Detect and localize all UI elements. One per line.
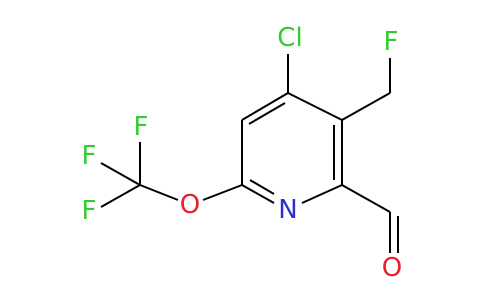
bond-cf3-f-lower xyxy=(100,184,141,208)
bond-c4-c5 xyxy=(241,92,289,121)
atom-n-ring: N xyxy=(278,195,297,225)
bond-n-c2 xyxy=(301,184,343,204)
atom-f-methyl: F xyxy=(384,27,399,57)
bond-c2-cho xyxy=(341,184,391,213)
bond-c6-o xyxy=(202,184,243,201)
bond-c3-ch2 xyxy=(341,92,391,121)
atom-f-top: F xyxy=(134,112,149,142)
bonds xyxy=(100,54,399,253)
atom-f-left-lower: F xyxy=(82,196,97,226)
atom-o-ether: O xyxy=(180,190,200,220)
atom-labels: Cl F N O O F F F xyxy=(82,23,403,283)
bond-c4-c5-double xyxy=(248,102,286,125)
bond-c6-n-double xyxy=(249,179,275,195)
atom-f-left-upper: F xyxy=(82,141,97,171)
atom-cl: Cl xyxy=(277,23,302,53)
bond-c3-c4 xyxy=(287,92,343,121)
bond-cf3-f-upper xyxy=(100,162,141,186)
bond-o-cf3 xyxy=(139,184,179,201)
atom-o-aldehyde: O xyxy=(382,253,402,283)
bond-c6-n xyxy=(241,184,275,204)
